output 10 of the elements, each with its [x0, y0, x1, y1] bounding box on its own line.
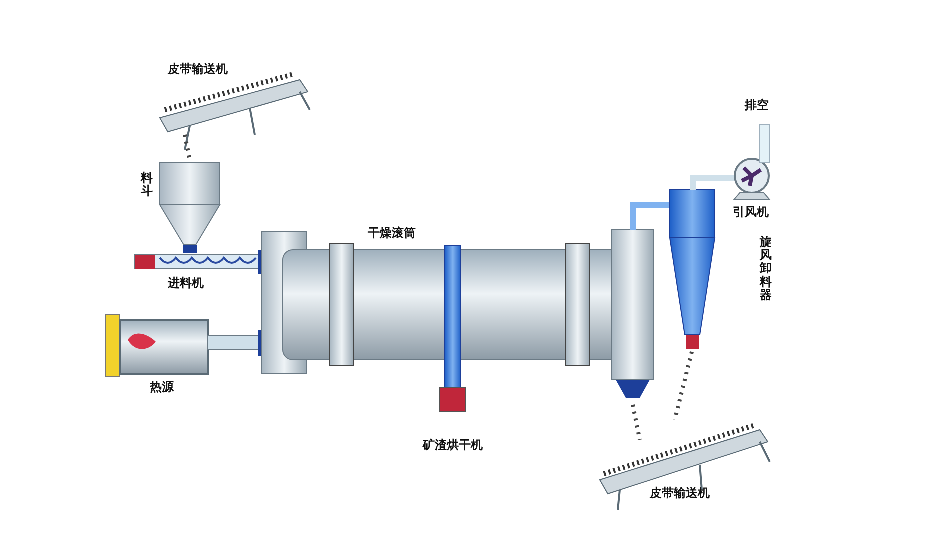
equipment-label: 干燥滚筒: [368, 225, 416, 242]
equipment-label: 排空: [745, 97, 769, 114]
equipment-label: 热源: [150, 379, 174, 396]
equipment-label: 皮带输送机: [168, 61, 228, 78]
equipment-label: 进料机: [168, 275, 204, 292]
equipment-label: 皮带输送机: [650, 485, 710, 502]
vertical-label: 旋风卸料器: [760, 236, 772, 302]
equipment-label: 矿渣烘干机: [423, 437, 483, 454]
equipment-label: 引风机: [733, 204, 769, 221]
vertical-label: 料斗: [141, 172, 153, 198]
